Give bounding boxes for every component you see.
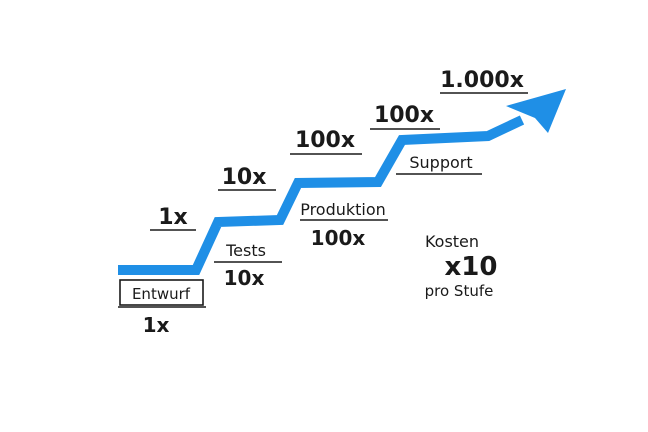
- step-2-name: Tests: [225, 241, 266, 260]
- step-4-cost-above: 100x: [374, 103, 434, 128]
- step-1-name: Entwurf: [132, 285, 191, 303]
- final-cost: 1.000x: [440, 68, 524, 93]
- note-line-1: Kosten: [425, 232, 479, 251]
- note-line-3: pro Stufe: [425, 282, 494, 300]
- step-1-cost-below: 1x: [143, 313, 170, 337]
- note-line-2: x10: [445, 252, 498, 282]
- step-2-cost-above: 10x: [222, 165, 267, 190]
- arrow-head-icon: [506, 89, 566, 133]
- step-4-name: Support: [409, 153, 472, 172]
- entwurf-box: [119, 279, 204, 306]
- step-3-name: Produktion: [300, 200, 386, 219]
- step-3-cost-above: 100x: [295, 128, 355, 153]
- staircase-arrow-line: [118, 115, 525, 275]
- step-3-cost-below: 100x: [311, 226, 366, 250]
- step-2-cost-below: 10x: [224, 266, 265, 290]
- step-1-cost-above: 1x: [158, 205, 188, 230]
